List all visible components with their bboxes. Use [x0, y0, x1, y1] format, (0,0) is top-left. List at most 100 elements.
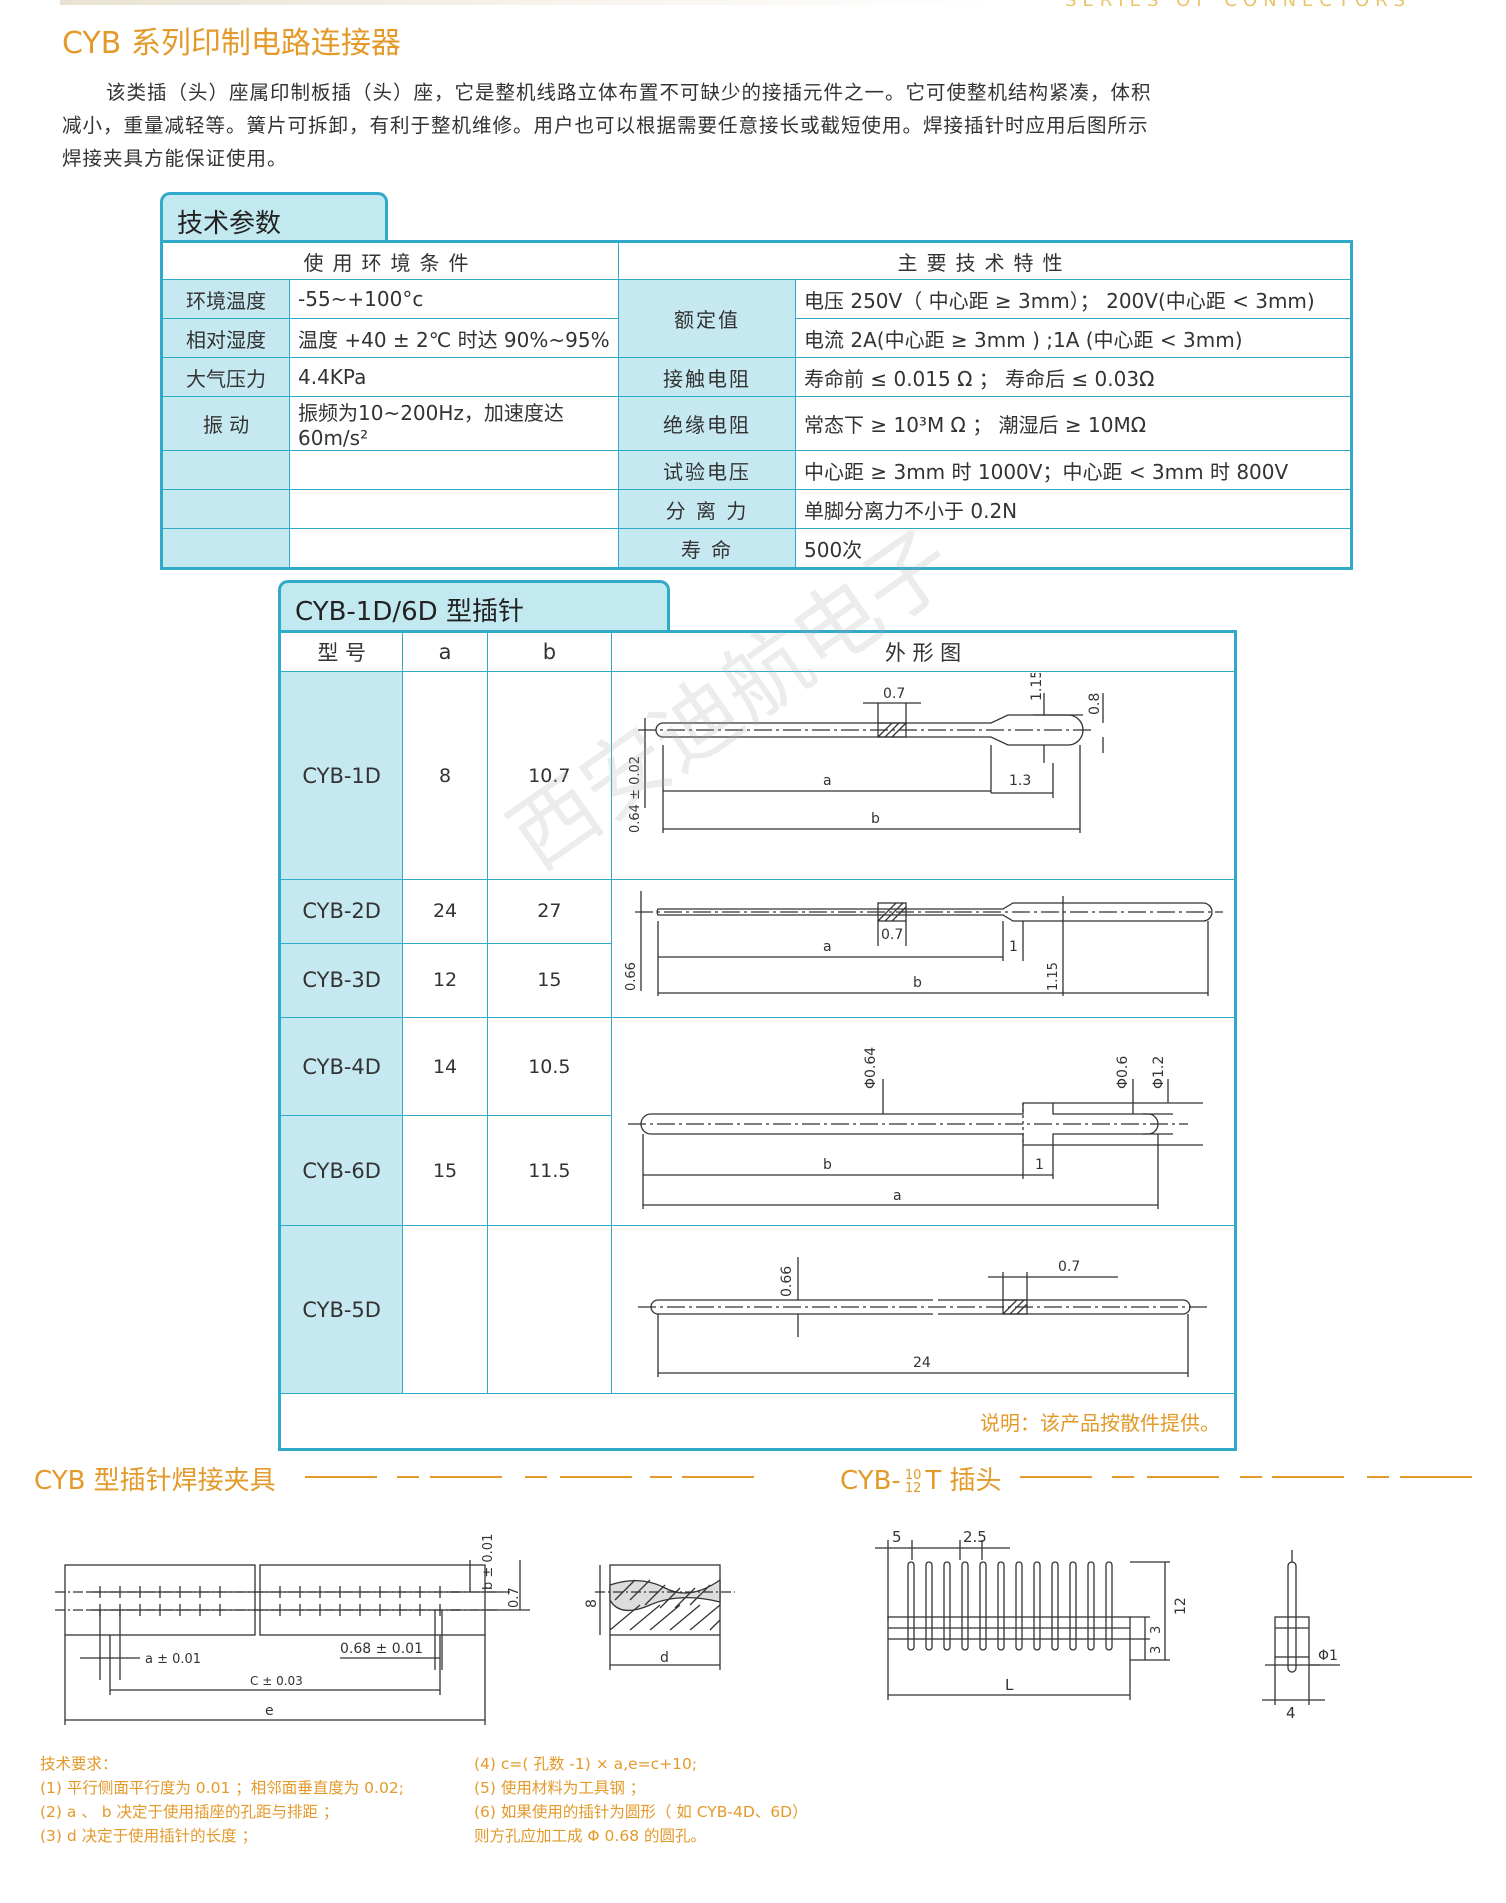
pins-header-model: 型 号 — [278, 631, 404, 672]
pin-a: 24 — [402, 879, 488, 944]
pin-2d-drawing: 0.7 a 1 0.66 1.15 b — [624, 891, 1223, 996]
param-value: 寿命前 ≤ 0.015 Ω ； 寿命后 ≤ 0.03Ω — [795, 357, 1352, 397]
fixture-drawing: b ± 0.01 0.7 a ± 0.01 0.68 ± 0.01 C ± 0.… — [55, 1534, 735, 1725]
param-value: 振频为10~200Hz，加速度达 60m/s² — [289, 396, 619, 451]
dim-label: b ± 0.01 — [481, 1534, 496, 1590]
param-label: 接触电阻 — [618, 357, 796, 397]
param-value: 中心距 ≥ 3mm 时 1000V；中心距 < 3mm 时 800V — [795, 450, 1352, 490]
param-value — [289, 489, 619, 529]
pin-b — [486, 1225, 613, 1394]
dim-label: Φ1 — [1318, 1648, 1338, 1664]
param-label — [161, 450, 290, 490]
pin-figure-5d: 0.66 0.7 24 — [611, 1225, 1236, 1394]
dim-label: b — [823, 1157, 832, 1173]
requirement-item: (6) 如果使用的插针为圆形（ 如 CYB-4D、6D） — [474, 1803, 808, 1821]
pin-figure-4d-6d: Φ0.64 Φ0.6 Φ1.2 b 1 a — [611, 1017, 1236, 1226]
dim-label: 0.7 — [507, 1587, 522, 1608]
dim-label: 24 — [913, 1355, 931, 1371]
plug-title-prefix: CYB- — [840, 1466, 901, 1496]
dim-label: 0.7 — [883, 686, 905, 702]
dim-label: a ± 0.01 — [145, 1652, 201, 1667]
dim-label: 1.3 — [1009, 773, 1031, 789]
dim-label: Φ0.6 — [1115, 1056, 1131, 1089]
param-label: 绝缘电阻 — [618, 396, 796, 451]
pin-a: 14 — [402, 1017, 488, 1116]
requirement-item: (3) d 决定于使用插针的长度 ； — [40, 1827, 258, 1845]
pin-model: CYB-5D — [278, 1225, 404, 1394]
dim-label: 1 — [1009, 939, 1018, 955]
intro-paragraph: 该类插（头）座属印制板插（头）座，它是整机线路立体布置不可缺少的接插元件之一。它… — [62, 76, 1362, 175]
pin-a: 15 — [402, 1115, 488, 1226]
pins-table: 型 号 a b 外 形 图 CYB-1D 8 10.7 — [278, 630, 1237, 1451]
plug-title-suffix: T 插头 — [925, 1466, 1002, 1496]
param-value: -55~+100°c — [289, 279, 619, 319]
pin-1d-drawing: 0.7 1.15 0.8 0.64 ± 0.02 a 1.3 b — [628, 670, 1104, 833]
param-value: 常态下 ≥ 10³M Ω ； 潮湿后 ≥ 10MΩ — [795, 396, 1352, 451]
dim-label: 0.68 ± 0.01 — [340, 1641, 423, 1657]
pins-note: 说明：该产品按散件提供。 — [279, 1393, 1236, 1450]
params-left-header: 使用环境条件 — [161, 241, 619, 280]
dim-label: e — [265, 1703, 274, 1719]
param-label: 寿 命 — [618, 528, 796, 569]
param-value: 单脚分离力不小于 0.2N — [795, 489, 1352, 529]
dim-label: a — [893, 1188, 902, 1204]
intro-line-3: 焊接夹具方能保证使用。 — [62, 147, 288, 170]
pin-b: 27 — [486, 879, 613, 944]
param-value — [289, 450, 619, 490]
params-tab: 技术参数 — [160, 192, 388, 242]
requirement-item: (2) a 、 b 决定于使用插座的孔距与排距 ； — [40, 1803, 339, 1821]
pin-model: CYB-2D — [278, 879, 404, 944]
param-value — [289, 528, 619, 569]
intro-line-1: 该类插（头）座属印制板插（头）座，它是整机线路立体布置不可缺少的接插元件之一。它… — [106, 81, 1152, 104]
param-value: 电压 250V（ 中心距 ≥ 3mm）； 200V(中心距 < 3mm) — [795, 279, 1352, 319]
params-right-header: 主要技术特性 — [618, 241, 1352, 280]
dim-label: C ± 0.03 — [250, 1674, 303, 1688]
param-label: 分 离 力 — [618, 489, 796, 529]
pin-5d-drawing: 0.66 0.7 24 — [638, 1257, 1208, 1377]
dim-label: 0.7 — [881, 927, 903, 943]
header-logo-text: SERIES OF CONNECTORS — [1065, 0, 1412, 11]
fixture-requirements-left: 技术要求： (1) 平行侧面平行度为 0.01 ；相邻面垂直度为 0.02; (… — [40, 1752, 404, 1848]
pin-b: 10.5 — [486, 1017, 613, 1116]
dim-label: 0.66 — [779, 1266, 795, 1297]
dim-label: 4 — [1286, 1704, 1296, 1722]
pins-header-a: a — [402, 631, 488, 672]
pin-figure-1d: 0.7 1.15 0.8 0.64 ± 0.02 a 1.3 b — [611, 670, 1236, 880]
dim-label: 0.64 ± 0.02 — [628, 756, 643, 833]
dim-label: a — [823, 773, 832, 789]
pin-model: CYB-1D — [278, 671, 404, 880]
dim-label: 2.5 — [963, 1528, 987, 1546]
pins-header-figure: 外 形 图 — [611, 631, 1236, 672]
plug-title-sub: 12 — [904, 1480, 922, 1496]
param-label: 相对湿度 — [161, 318, 290, 358]
requirement-item: (1) 平行侧面平行度为 0.01 ；相邻面垂直度为 0.02; — [40, 1779, 404, 1797]
plug-drawing: 5 2.5 12 3 3 L 4 Φ1 — [875, 1528, 1340, 1722]
plug-title-sup: 10 — [904, 1467, 922, 1483]
param-label: 振 动 — [161, 396, 290, 451]
dim-label: 5 — [892, 1528, 902, 1546]
param-label: 额定值 — [618, 279, 796, 358]
dim-label: d — [660, 1650, 669, 1666]
pin-b: 15 — [486, 942, 613, 1019]
pins-header-b: b — [486, 631, 613, 672]
param-label: 环境温度 — [161, 279, 290, 319]
dim-label: Φ1.2 — [1151, 1056, 1167, 1089]
dim-label: 12 — [1173, 1597, 1189, 1615]
intro-line-2: 减小，重量减轻等。簧片可拆卸，有利于整机维修。用户也可以根据需要任意接长或截短使… — [62, 114, 1149, 137]
dim-label: 0.8 — [1087, 693, 1103, 715]
dim-label: L — [1005, 1676, 1014, 1694]
dim-label: 0.66 — [624, 962, 639, 991]
pin-model: CYB-6D — [278, 1115, 404, 1226]
pin-a — [402, 1225, 488, 1394]
dim-label: 1.15 — [1046, 962, 1061, 991]
dim-label: b — [871, 811, 880, 827]
page-title: CYB 系列印制电路连接器 — [62, 26, 401, 61]
pin-4d-drawing: Φ0.64 Φ0.6 Φ1.2 b 1 a — [628, 1047, 1203, 1209]
param-label — [161, 489, 290, 529]
requirement-item: (4) c=( 孔数 -1) × a,e=c+10; — [474, 1755, 698, 1773]
param-label — [161, 528, 290, 569]
fixture-requirements-right: (4) c=( 孔数 -1) × a,e=c+10; (5) 使用材料为工具钢 … — [474, 1752, 808, 1848]
param-value: 500次 — [795, 528, 1352, 569]
pin-figure-2d-3d: 0.7 a 1 0.66 1.15 b — [611, 879, 1236, 1018]
